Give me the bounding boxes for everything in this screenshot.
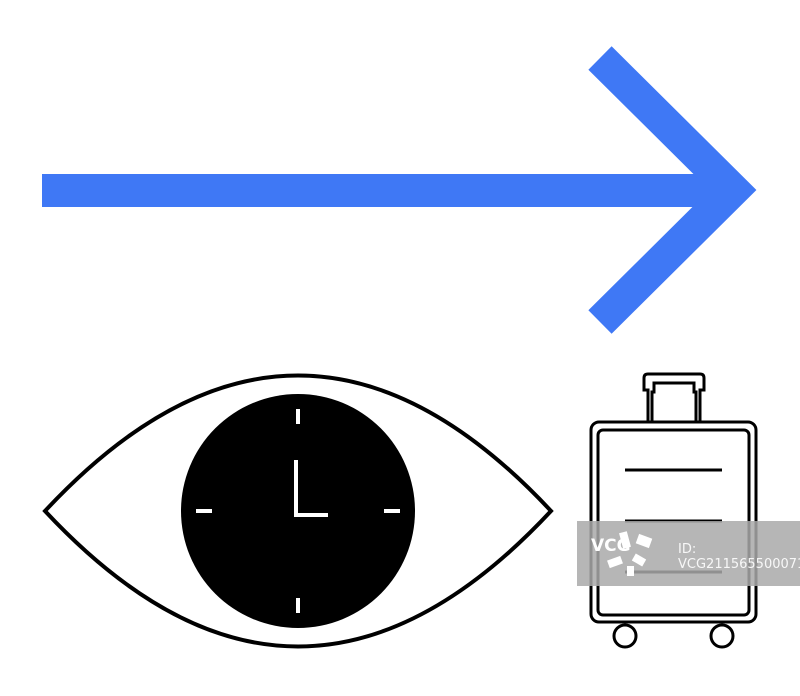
arrow-right-icon — [42, 46, 757, 334]
eye-icon — [42, 373, 554, 649]
clock-icon — [181, 394, 415, 628]
suitcase-icon — [589, 372, 758, 649]
watermark-logo-icon — [607, 531, 653, 576]
watermark-logo: VCG — [591, 536, 631, 556]
watermark-band — [577, 521, 800, 586]
watermark-id: ID: VCG211565500071 — [678, 542, 800, 572]
